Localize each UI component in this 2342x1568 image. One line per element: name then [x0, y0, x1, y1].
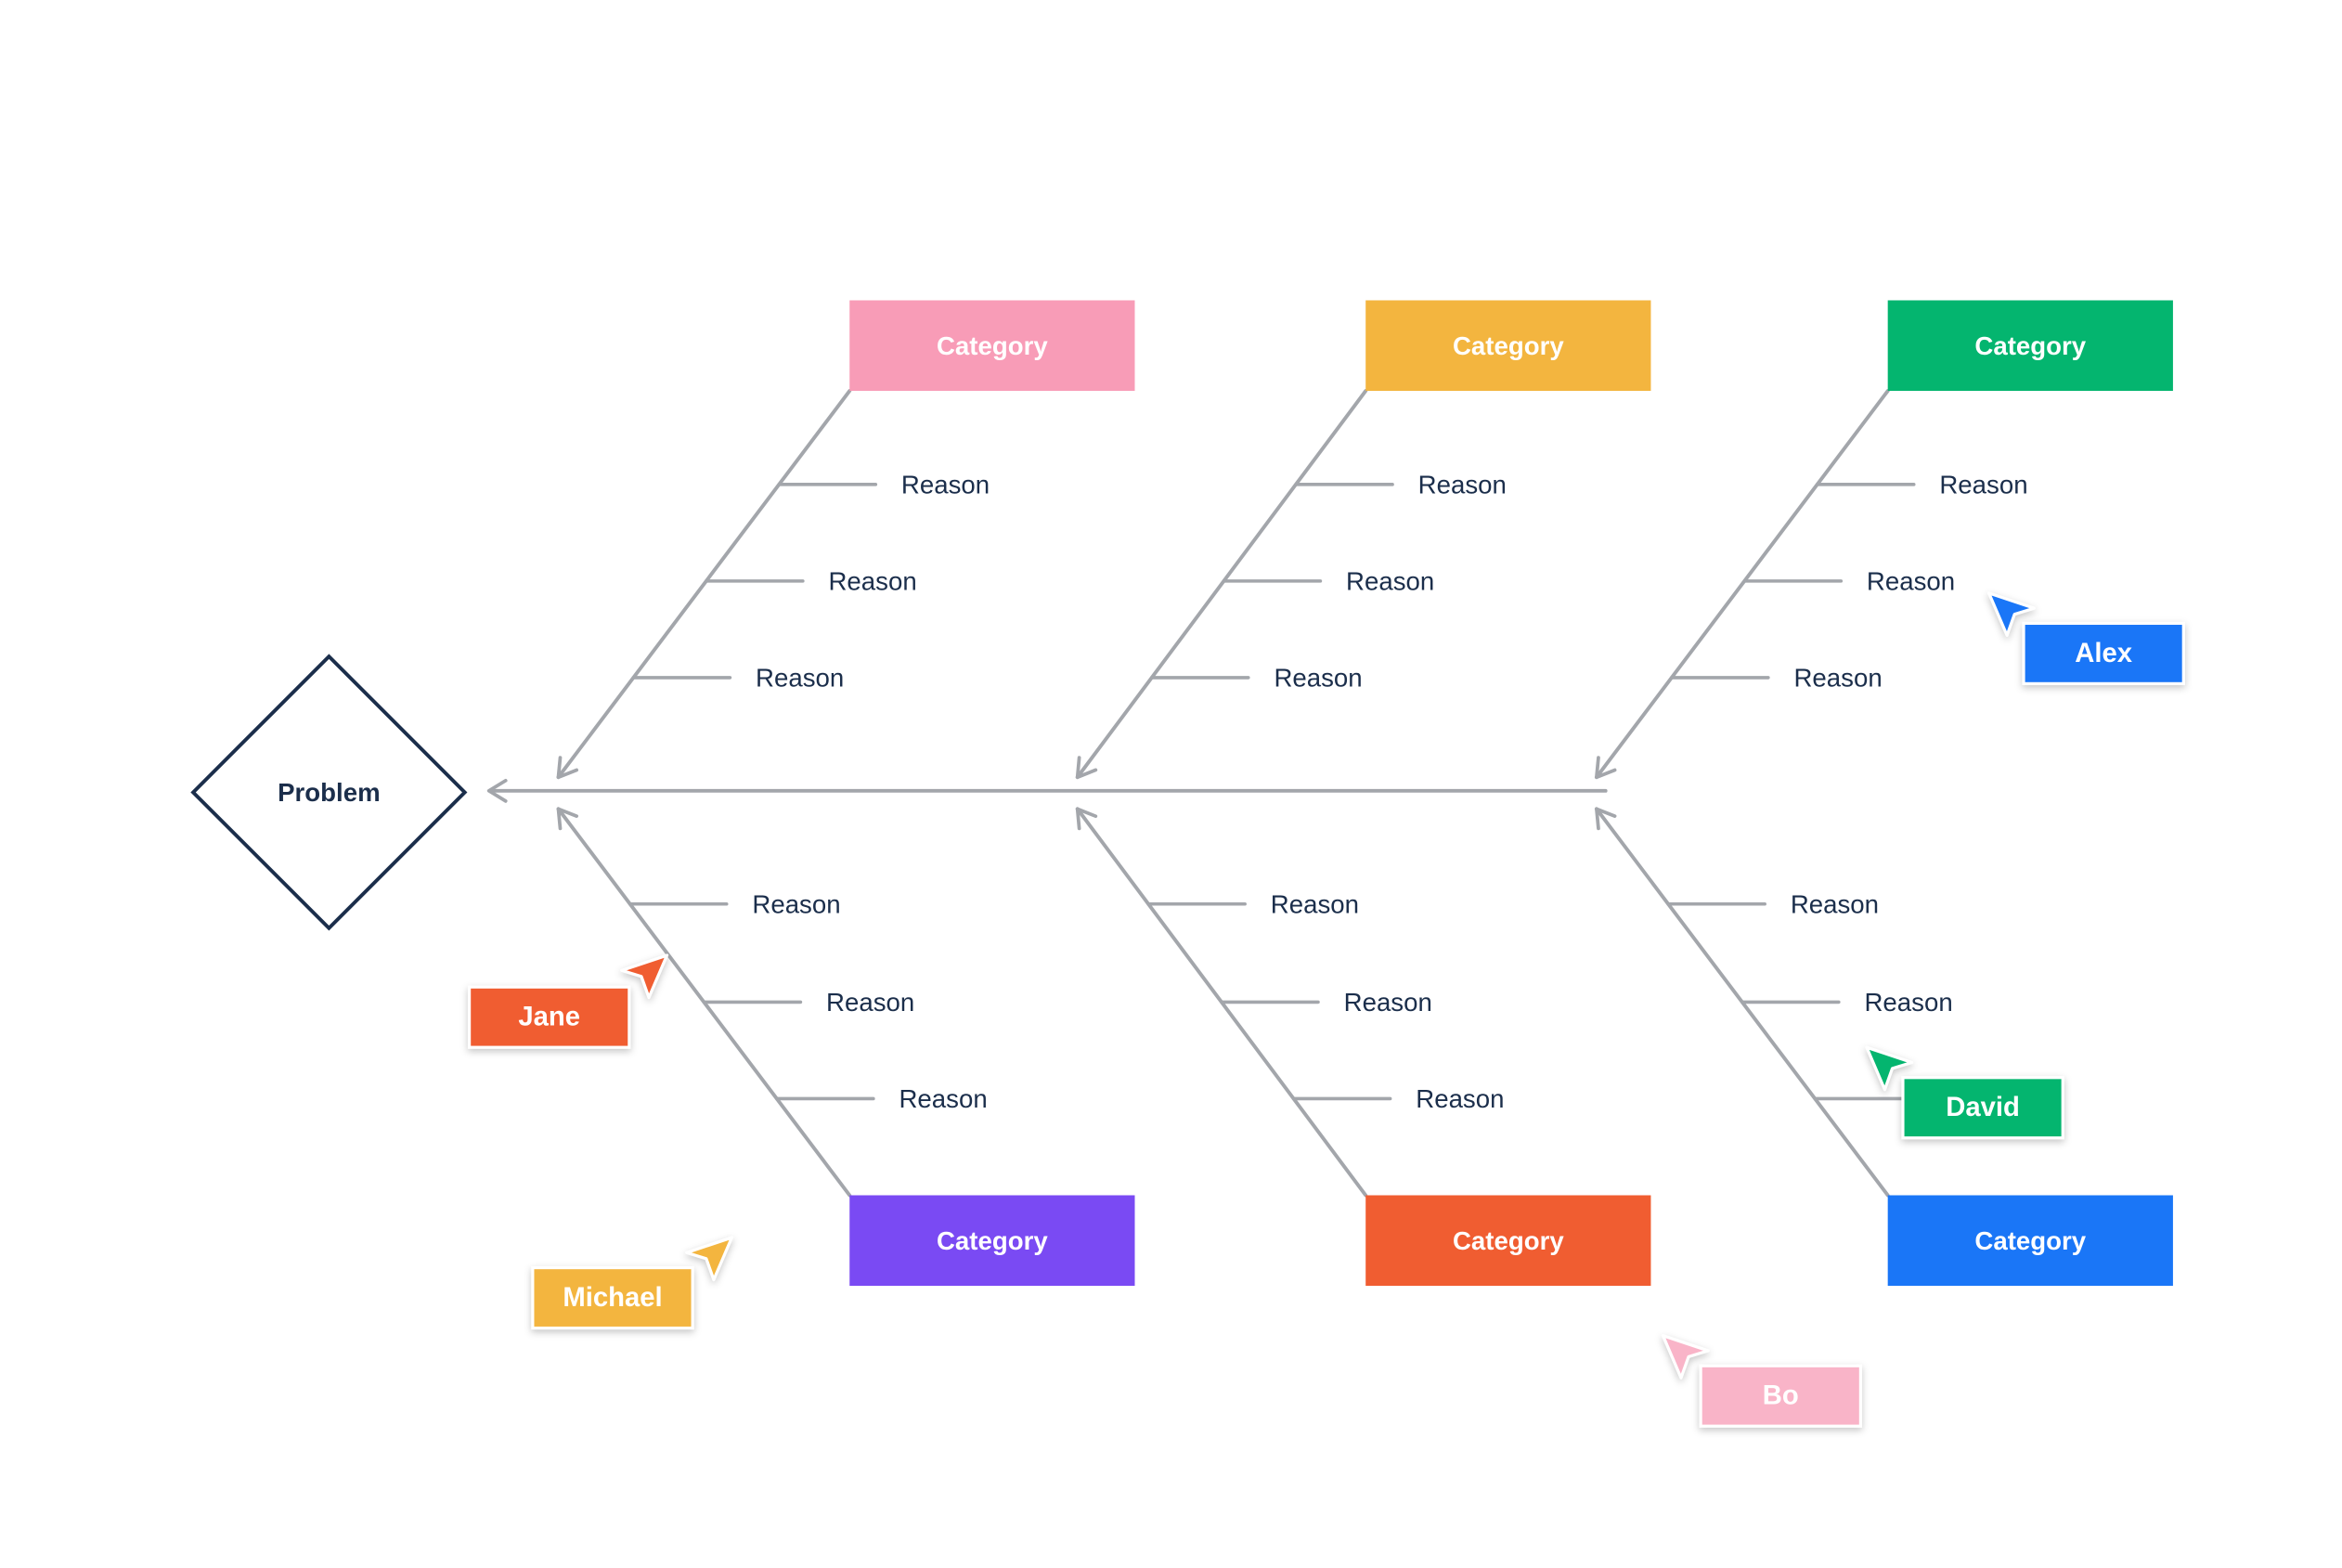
- cursor-michael: Michael: [531, 1236, 734, 1330]
- collaborator-name: David: [1946, 1093, 2020, 1122]
- category-label: Category: [1974, 1226, 2086, 1255]
- collaborator-name: Alex: [2075, 639, 2133, 668]
- cursor-jane: Jane: [467, 953, 669, 1049]
- reason-label: Reason: [1791, 889, 1879, 918]
- category-bone-1: [556, 389, 852, 780]
- category-box[interactable]: [1365, 300, 1651, 392]
- collaborator-tag: [467, 985, 631, 1049]
- category-label: Category: [1974, 331, 2086, 360]
- collaborator-tag: [1901, 1076, 2064, 1140]
- category-box[interactable]: [849, 300, 1135, 392]
- category-box[interactable]: [849, 1195, 1135, 1287]
- collaborator-tag: [2022, 621, 2185, 686]
- category-bone-3: [1594, 389, 1890, 780]
- reason-label: Reason: [1793, 663, 1882, 692]
- category-box[interactable]: [1887, 1195, 2173, 1287]
- category-label: Category: [937, 1226, 1048, 1255]
- category-label: Category: [1453, 331, 1564, 360]
- reason-label: Reason: [756, 663, 844, 692]
- category-box[interactable]: [1887, 300, 2173, 392]
- reason-label: Reason: [752, 889, 840, 918]
- reason-label: Reason: [1271, 889, 1359, 918]
- reason-label: Reason: [899, 1084, 987, 1113]
- category-bone-2: [1075, 389, 1368, 780]
- problem-node[interactable]: Problem: [190, 654, 468, 931]
- reason-label: Reason: [826, 988, 914, 1017]
- category-arrowhead-4: [556, 807, 579, 831]
- collaborator-name: Jane: [518, 1003, 580, 1032]
- reason-label: Reason: [1346, 566, 1434, 595]
- reason-label: Reason: [1418, 470, 1507, 499]
- category-label: Category: [1453, 1226, 1564, 1255]
- category-label: Category: [937, 331, 1048, 360]
- cursor-alex: Alex: [1986, 591, 2185, 686]
- cursor-pointer-icon: [1986, 591, 2036, 638]
- cursor-bo: Bo: [1661, 1334, 1863, 1428]
- reason-label: Reason: [1274, 663, 1362, 692]
- reason-label: Reason: [1939, 470, 2027, 499]
- reason-label: Reason: [1864, 988, 1952, 1017]
- problem-diamond: [190, 654, 468, 931]
- category-arrowhead-1: [556, 756, 579, 780]
- reason-label: Reason: [1344, 988, 1432, 1017]
- reason-label: Reason: [901, 470, 990, 499]
- category-arrowhead-2: [1075, 756, 1098, 780]
- cursor-pointer-icon: [1661, 1334, 1710, 1380]
- spine-arrowhead: [486, 778, 508, 803]
- reason-label: Reason: [828, 566, 916, 595]
- reason-label: Reason: [1867, 566, 1955, 595]
- reason-label: Reason: [1416, 1084, 1504, 1113]
- category-arrowhead-3: [1595, 756, 1617, 780]
- problem-label: Problem: [278, 778, 381, 807]
- cursor-david: David: [1865, 1045, 2064, 1140]
- category-arrowhead-5: [1075, 807, 1098, 831]
- category-arrowhead-6: [1595, 807, 1617, 831]
- category-box[interactable]: [1365, 1195, 1651, 1287]
- cursor-pointer-icon: [1865, 1045, 1914, 1092]
- collaborator-name: Michael: [563, 1283, 662, 1313]
- collaborator-tag: [531, 1265, 694, 1330]
- collaborator-tag: [1699, 1364, 1863, 1428]
- cursor-pointer-icon: [620, 953, 669, 1000]
- collaborator-name: Bo: [1763, 1381, 1799, 1411]
- cursor-pointer-icon: [685, 1236, 734, 1282]
